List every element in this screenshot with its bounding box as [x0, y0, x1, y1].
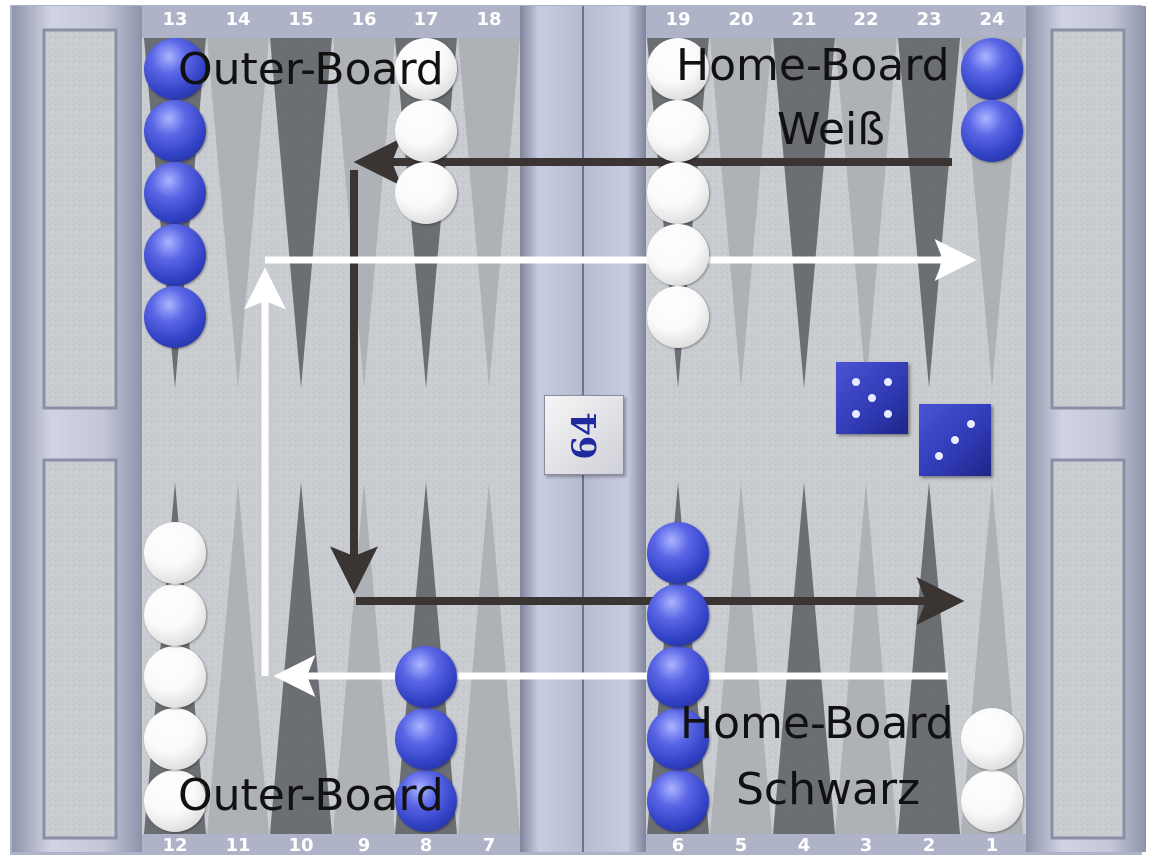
point-number-6: 6	[658, 836, 698, 856]
point-number-13: 13	[155, 10, 195, 30]
point-number-17: 17	[406, 10, 446, 30]
die-1[interactable]	[836, 362, 908, 434]
point-number-4: 4	[784, 836, 824, 856]
point-number-12: 12	[155, 836, 195, 856]
point-number-24: 24	[972, 10, 1012, 30]
point-number-1: 1	[972, 836, 1012, 856]
right-tray-upper	[1052, 30, 1124, 408]
home-board-black-label-line2: Schwarz	[736, 766, 920, 814]
outer-board-bottom-label: Outer-Board	[178, 772, 444, 820]
white-checker-point-1[interactable]	[961, 770, 1023, 832]
home-board-black-label-line1: Home-Board	[680, 700, 954, 748]
doubling-cube-value: 64	[545, 396, 625, 476]
point-number-18: 18	[469, 10, 509, 30]
white-checker-point-19[interactable]	[647, 286, 709, 348]
blue-checker-point-8[interactable]	[395, 646, 457, 708]
die-pip	[884, 410, 892, 418]
outer-board-top-label: Outer-Board	[178, 46, 444, 94]
point-number-10: 10	[281, 836, 321, 856]
point-number-8: 8	[406, 836, 446, 856]
die-2[interactable]	[919, 404, 991, 476]
die-pip	[935, 452, 943, 460]
white-checker-point-12[interactable]	[144, 522, 206, 584]
blue-checker-point-13[interactable]	[144, 100, 206, 162]
left-field	[142, 38, 520, 834]
point-number-11: 11	[218, 836, 258, 856]
point-number-5: 5	[721, 836, 761, 856]
home-board-white-label-line1: Home-Board	[676, 42, 950, 90]
white-checker-point-1[interactable]	[961, 708, 1023, 770]
die-pip	[967, 420, 975, 428]
home-board-white-label-line2: Weiß	[777, 106, 885, 154]
point-number-19: 19	[658, 10, 698, 30]
white-checker-point-12[interactable]	[144, 708, 206, 770]
white-checker-point-19[interactable]	[647, 100, 709, 162]
white-checker-point-17[interactable]	[395, 162, 457, 224]
doubling-cube[interactable]: 64	[544, 395, 624, 475]
point-number-14: 14	[218, 10, 258, 30]
blue-checker-point-6[interactable]	[647, 584, 709, 646]
white-checker-point-19[interactable]	[647, 162, 709, 224]
point-number-22: 22	[846, 10, 886, 30]
point-number-16: 16	[344, 10, 384, 30]
point-number-9: 9	[344, 836, 384, 856]
left-tray-lower	[44, 460, 116, 838]
point-number-23: 23	[909, 10, 949, 30]
point-number-21: 21	[784, 10, 824, 30]
white-checker-point-12[interactable]	[144, 584, 206, 646]
point-number-3: 3	[846, 836, 886, 856]
blue-checker-point-13[interactable]	[144, 286, 206, 348]
blue-checker-point-6[interactable]	[647, 522, 709, 584]
white-checker-point-17[interactable]	[395, 100, 457, 162]
die-pip	[884, 378, 892, 386]
blue-checker-point-13[interactable]	[144, 162, 206, 224]
point-number-2: 2	[909, 836, 949, 856]
blue-checker-point-8[interactable]	[395, 708, 457, 770]
die-pip	[852, 378, 860, 386]
right-tray-lower	[1052, 460, 1124, 838]
white-checker-point-19[interactable]	[647, 224, 709, 286]
die-pip	[852, 410, 860, 418]
die-pip	[951, 436, 959, 444]
white-checker-point-12[interactable]	[144, 646, 206, 708]
die-pip	[868, 394, 876, 402]
point-number-7: 7	[469, 836, 509, 856]
point-number-15: 15	[281, 10, 321, 30]
blue-checker-point-24[interactable]	[961, 100, 1023, 162]
point-number-20: 20	[721, 10, 761, 30]
left-tray-upper	[44, 30, 116, 408]
blue-checker-point-24[interactable]	[961, 38, 1023, 100]
blue-checker-point-6[interactable]	[647, 770, 709, 832]
blue-checker-point-13[interactable]	[144, 224, 206, 286]
